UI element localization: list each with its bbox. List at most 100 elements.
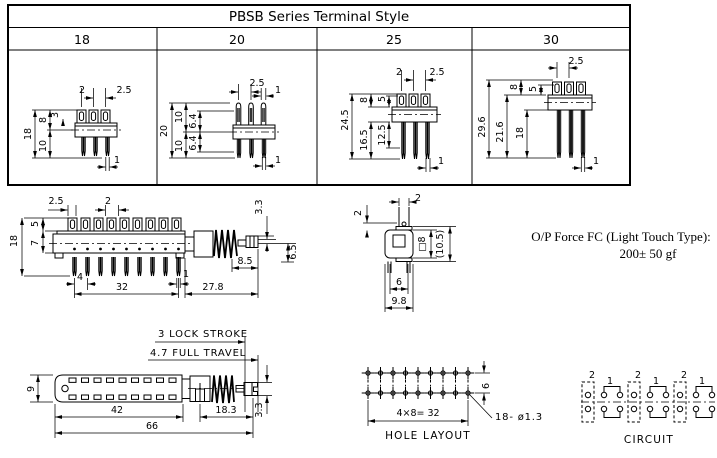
terminal-drawing-20: 2.5 1 20 10 10 6.4 6.4 1 <box>159 78 281 170</box>
dim-18-lower: 10 <box>38 140 49 152</box>
hole-diameter-note: 18- ø1.3 <box>495 412 543 423</box>
dim-side-edge: 2.5 <box>48 196 63 207</box>
dim-30-lower: 21.6 <box>495 121 506 142</box>
table-grid <box>8 5 630 185</box>
circuit-throw-label-1: 1 <box>607 376 613 387</box>
dim-20-lower: 10 <box>174 140 185 152</box>
circuit-pole-label-2: 2 <box>635 370 641 381</box>
front-view-dimensions <box>363 198 456 312</box>
dim-20-pin: 1 <box>275 155 281 166</box>
dim-side-ext: 27.8 <box>202 282 223 293</box>
circuit-pole-label-1: 2 <box>589 370 595 381</box>
dim-30-mid-a: 5 <box>528 86 539 92</box>
column-header-30: 30 <box>543 32 559 47</box>
circuit-pole-label-3: 2 <box>681 370 687 381</box>
dim-30-pin: 1 <box>593 156 599 167</box>
circuit-throw-label-3: 1 <box>699 376 705 387</box>
terminal-drawing-30: 2.5 29.6 21.6 8 18 5 1 <box>477 56 599 172</box>
dim-front-overall: (10.5) <box>435 230 446 259</box>
dim-hole-gap: 6 <box>481 383 492 389</box>
dim-top-body: 42 <box>111 405 123 416</box>
terminal-25-dimensions <box>349 70 439 172</box>
front-view: 2 2 □8 (10.5) 6 9.8 <box>353 193 456 312</box>
dim-25-upper: 8 <box>359 97 370 103</box>
dim-side-pitch: 2 <box>105 196 111 207</box>
dim-25-mid-a: 5 <box>377 96 388 102</box>
side-view: 2.5 2 18 5 7 4 32 1 27.8 8.5 3.3 6.5 <box>9 196 299 298</box>
dim-hole-width: 4×8= 32 <box>396 408 439 419</box>
force-note-line2: 200± 50 gf <box>620 246 678 261</box>
dim-18-pin: 1 <box>114 155 120 166</box>
dim-25-mid-b: 12.5 <box>377 124 388 145</box>
force-note-line1: O/P Force FC (Light Touch Type): <box>531 229 711 244</box>
dim-side-tip-h: 3.3 <box>254 199 265 214</box>
terminal-20-shapes <box>229 102 279 159</box>
dim-30-upper: 8 <box>509 84 520 90</box>
dim-18-upper: 8 <box>38 117 49 123</box>
dim-25-top-b: 2.5 <box>429 67 444 78</box>
dim-25-total: 24.5 <box>340 109 351 130</box>
dim-20-top-a: 2.5 <box>249 78 264 89</box>
terminal-18-shapes <box>71 109 121 157</box>
dim-18-slot: 3 <box>50 112 61 118</box>
dim-front-collar: 2 <box>353 210 364 216</box>
hole-grid <box>361 366 475 400</box>
hole-layout-dimensions <box>368 361 492 426</box>
side-view-shapes <box>49 217 258 277</box>
dim-side-pin: 1 <box>183 269 189 280</box>
terminal-30-dimensions <box>486 62 593 172</box>
side-view-dimensions <box>20 205 296 298</box>
terminal-30-shapes <box>544 81 596 159</box>
table-title: PBSB Series Terminal Style <box>229 9 409 25</box>
dim-top-tip: 3.3 <box>254 402 265 417</box>
terminal-drawing-25: 2 2.5 24.5 8 16.5 5 12.5 1 <box>340 67 445 172</box>
dim-side-pin-pitch: 4 <box>77 272 83 283</box>
dim-20-total: 20 <box>159 125 170 137</box>
dim-30-top-a: 2.5 <box>568 56 583 67</box>
dim-25-pin: 1 <box>438 156 444 167</box>
dim-side-span: 32 <box>116 282 128 293</box>
dim-front-width: 9.8 <box>391 296 406 307</box>
circuit-throw-label-2: 1 <box>653 376 659 387</box>
dim-top-total: 66 <box>146 421 158 432</box>
full-travel-label: 4.7 FULL TRAVEL <box>150 348 246 359</box>
circuit-shapes <box>581 381 716 423</box>
dim-front-stem: 2 <box>415 193 421 204</box>
dim-20-mid-a: 6.4 <box>188 113 199 128</box>
dim-30-pin-len: 18 <box>515 127 526 139</box>
dim-front-square: □8 <box>417 236 428 251</box>
dim-20-top-b: 1 <box>275 85 281 96</box>
dim-side-lug: 5 <box>30 221 41 227</box>
hole-layout-caption: HOLE LAYOUT <box>385 430 471 442</box>
column-header-18: 18 <box>74 32 90 47</box>
dim-20-mid-b: 6.4 <box>188 135 199 150</box>
spec-table: PBSB Series Terminal Style 18 20 25 30 2 <box>8 5 630 185</box>
column-header-20: 20 <box>229 32 245 47</box>
dim-side-tip: 8.5 <box>237 256 252 267</box>
hole-layout: 6 4×8= 32 18- ø1.3 HOLE LAYOUT <box>361 361 543 442</box>
dim-front-inner: 6 <box>396 277 402 288</box>
top-view-dimensions <box>30 337 272 438</box>
terminal-20-dimensions <box>169 84 275 170</box>
dim-30-total: 29.6 <box>477 116 488 137</box>
top-view: 3 LOCK STROKE 4.7 FULL TRAVEL 9 42 18.3 … <box>26 329 272 438</box>
circuit-diagram: 2 1 2 1 2 1 CIRCUIT <box>581 370 716 446</box>
column-header-25: 25 <box>386 32 402 47</box>
terminal-18-dimensions <box>32 88 118 171</box>
dim-18-total: 18 <box>23 128 34 140</box>
dim-side-shaft: 6.5 <box>288 244 299 259</box>
dim-side-total: 18 <box>9 235 20 247</box>
lock-stroke-label: 3 LOCK STROKE <box>158 329 248 340</box>
dim-25-lower: 16.5 <box>359 129 370 150</box>
front-view-shapes <box>385 207 413 273</box>
circuit-caption: CIRCUIT <box>624 434 674 446</box>
dim-side-upper: 7 <box>30 240 41 246</box>
dim-top-height: 9 <box>26 386 37 392</box>
dim-18-top-b: 2.5 <box>116 85 131 96</box>
terminal-drawing-18: 2 2.5 18 8 10 3 1 <box>23 85 132 171</box>
force-note: O/P Force FC (Light Touch Type): 200± 50… <box>531 229 711 261</box>
dim-20-upper: 10 <box>174 111 185 123</box>
terminal-25-shapes <box>388 93 441 160</box>
